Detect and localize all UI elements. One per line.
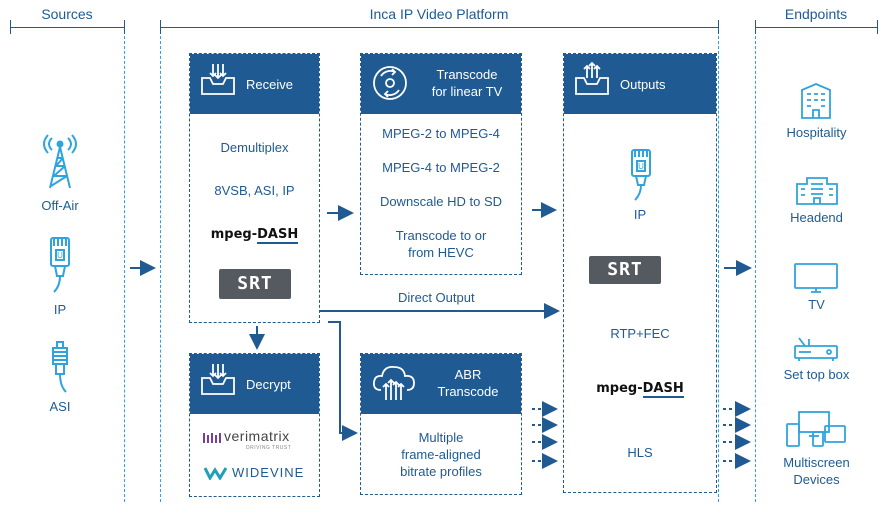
tv-icon <box>794 263 838 293</box>
mpeg-dash-prefix: mpeg- <box>210 227 258 242</box>
endpoint-label-hospitality: Hospitality <box>786 125 847 140</box>
source-label-ip: IP <box>53 302 67 317</box>
antenna-tower-icon <box>43 134 77 189</box>
platform-header-bar <box>160 27 718 28</box>
inbox-upload-icon <box>575 61 609 95</box>
transcode-header: Transcode for linear TV <box>361 54 521 114</box>
svg-text:U: U <box>638 162 644 171</box>
network-cable-icon: U <box>50 237 70 293</box>
decrypt-box: Decrypt verimatrix DRIVING TRUST WIDEVIN… <box>189 353 320 497</box>
widevine-logo: WIDEVINE <box>204 464 314 484</box>
transcode-title-line1: Transcode <box>436 67 498 82</box>
endpoints-header-bar <box>755 27 877 28</box>
sources-header-bar <box>10 27 124 28</box>
widevine-mark-icon <box>204 467 228 480</box>
abr-item-line1: Multiple <box>418 430 464 445</box>
divider-platform-left <box>160 36 161 502</box>
receive-header: Receive <box>190 54 319 114</box>
mpeg-dash-prefix: mpeg- <box>596 381 643 396</box>
endpoint-label-devices: Devices <box>793 472 840 487</box>
transcode-item-hevc-line2: from HEVC <box>408 245 474 260</box>
cloud-upload-icon <box>372 366 415 400</box>
receive-item-formats: 8VSB, ASI, IP <box>214 183 295 198</box>
endpoint-label-headend: Headend <box>790 210 843 225</box>
abr-header: ABR Transcode <box>361 354 521 414</box>
divider-endpoints <box>755 36 756 502</box>
endpoint-label-tv: TV <box>808 297 825 312</box>
verimatrix-tagline: DRIVING TRUST <box>246 445 292 451</box>
sources-header: Sources <box>41 6 93 22</box>
outputs-network-cable-icon: U <box>631 149 651 201</box>
inbox-download-icon <box>201 64 235 95</box>
verimatrix-mark-icon <box>203 433 221 443</box>
endpoints-header: Endpoints <box>784 6 848 22</box>
abr-title-line1: ABR <box>454 367 482 382</box>
receive-srt-logo: SRT <box>219 269 291 299</box>
transcode-item-hevc-line1: Transcode to or <box>395 228 487 243</box>
outputs-hls-label: HLS <box>627 445 653 460</box>
abr-item-line3: bitrate profiles <box>400 464 482 479</box>
svg-text:U: U <box>57 251 63 260</box>
decrypt-header: Decrypt <box>190 354 319 414</box>
platform-header: Inca IP Video Platform <box>369 6 509 22</box>
divider-platform-right <box>718 36 719 502</box>
direct-output-label: Direct Output <box>398 290 475 305</box>
abr-box: ABR Transcode Multiple frame-aligned bit… <box>360 353 522 495</box>
set-top-box-icon <box>794 337 838 361</box>
decrypt-inbox-icon <box>201 364 235 395</box>
outputs-header: Outputs <box>564 54 716 114</box>
endpoint-label-set-top-box: Set top box <box>783 367 850 382</box>
platform-header-tick-right <box>718 20 719 34</box>
platform-header-tick-left <box>160 20 161 34</box>
outputs-ip-label: IP <box>633 207 647 222</box>
endpoints-header-tick-left <box>755 20 756 34</box>
receive-mpeg-dash-logo: mpeg-DASH <box>190 227 319 244</box>
receive-item-demultiplex: Demultiplex <box>220 140 289 155</box>
sources-header-tick-right <box>124 20 125 34</box>
widevine-wordmark: WIDEVINE <box>232 465 305 480</box>
verimatrix-wordmark: verimatrix <box>224 428 290 444</box>
coax-cable-icon <box>52 341 68 393</box>
verimatrix-logo: verimatrix DRIVING TRUST <box>202 428 314 454</box>
outputs-box: Outputs U IP SRT RTP+FEC mpeg-DASH HLS <box>563 53 717 493</box>
transcode-title-line2: for linear TV <box>431 84 503 99</box>
decrypt-title: Decrypt <box>246 377 291 392</box>
abr-item-line2: frame-aligned <box>401 447 481 462</box>
divider-sources <box>124 36 125 502</box>
mpeg-dash-suffix: DASH <box>642 381 684 398</box>
receive-title: Receive <box>246 77 293 92</box>
mpeg-dash-suffix: DASH <box>257 227 299 244</box>
outputs-srt-logo: SRT <box>589 256 661 284</box>
source-label-asi: ASI <box>49 399 71 414</box>
transcode-item-mpeg2-to-mpeg4: MPEG-2 to MPEG-4 <box>382 126 500 141</box>
receive-box: Receive Demultiplex 8VSB, ASI, IP mpeg-D… <box>189 53 320 323</box>
transcode-disc-icon <box>373 66 407 100</box>
transcode-item-downscale: Downscale HD to SD <box>379 194 503 209</box>
abr-title-line2: Transcode <box>437 384 499 399</box>
endpoint-label-multiscreen: Multiscreen <box>783 455 850 470</box>
outputs-rtp-fec-label: RTP+FEC <box>610 326 670 341</box>
endpoints-header-tick-right <box>877 20 878 34</box>
outputs-title: Outputs <box>620 77 666 92</box>
transcode-item-mpeg4-to-mpeg2: MPEG-4 to MPEG-2 <box>382 160 500 175</box>
multiscreen-devices-icon <box>786 411 846 447</box>
outputs-mpeg-dash-logo: mpeg-DASH <box>564 381 716 398</box>
sources-header-tick-left <box>10 20 11 34</box>
source-label-off-air: Off-Air <box>41 198 79 213</box>
transcode-box: Transcode for linear TV MPEG-2 to MPEG-4… <box>360 53 522 275</box>
arrow-receive-to-abr <box>328 321 358 441</box>
headend-building-icon <box>796 177 838 205</box>
hotel-building-icon <box>801 83 831 119</box>
